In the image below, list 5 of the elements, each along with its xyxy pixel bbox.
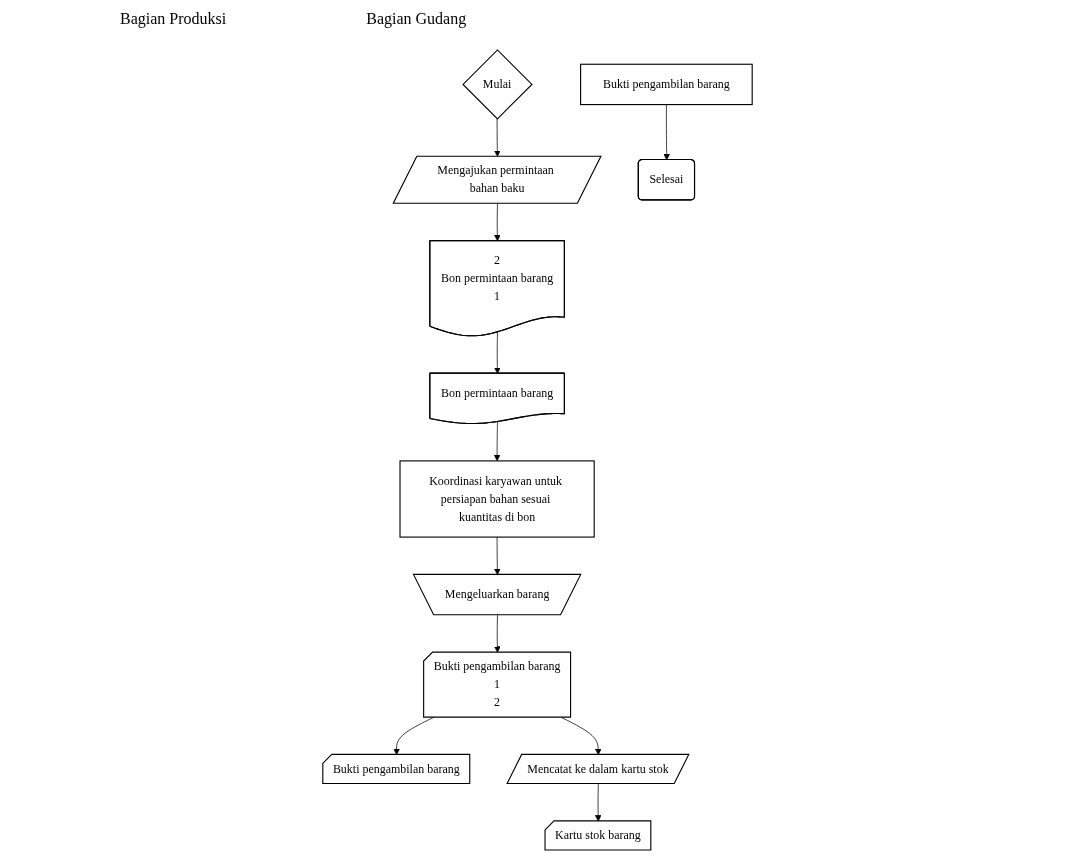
node-diamond: Mulai xyxy=(462,49,533,120)
node-box: Koordinasi karyawan untuk persiapan bahan sesuai kuantitas di bon xyxy=(399,460,595,538)
lane-heading: Bagian Produksi xyxy=(120,10,227,30)
lane-heading: Bagian Gudang xyxy=(366,10,467,30)
node-box: Bukti pengambilan barang xyxy=(580,63,753,106)
